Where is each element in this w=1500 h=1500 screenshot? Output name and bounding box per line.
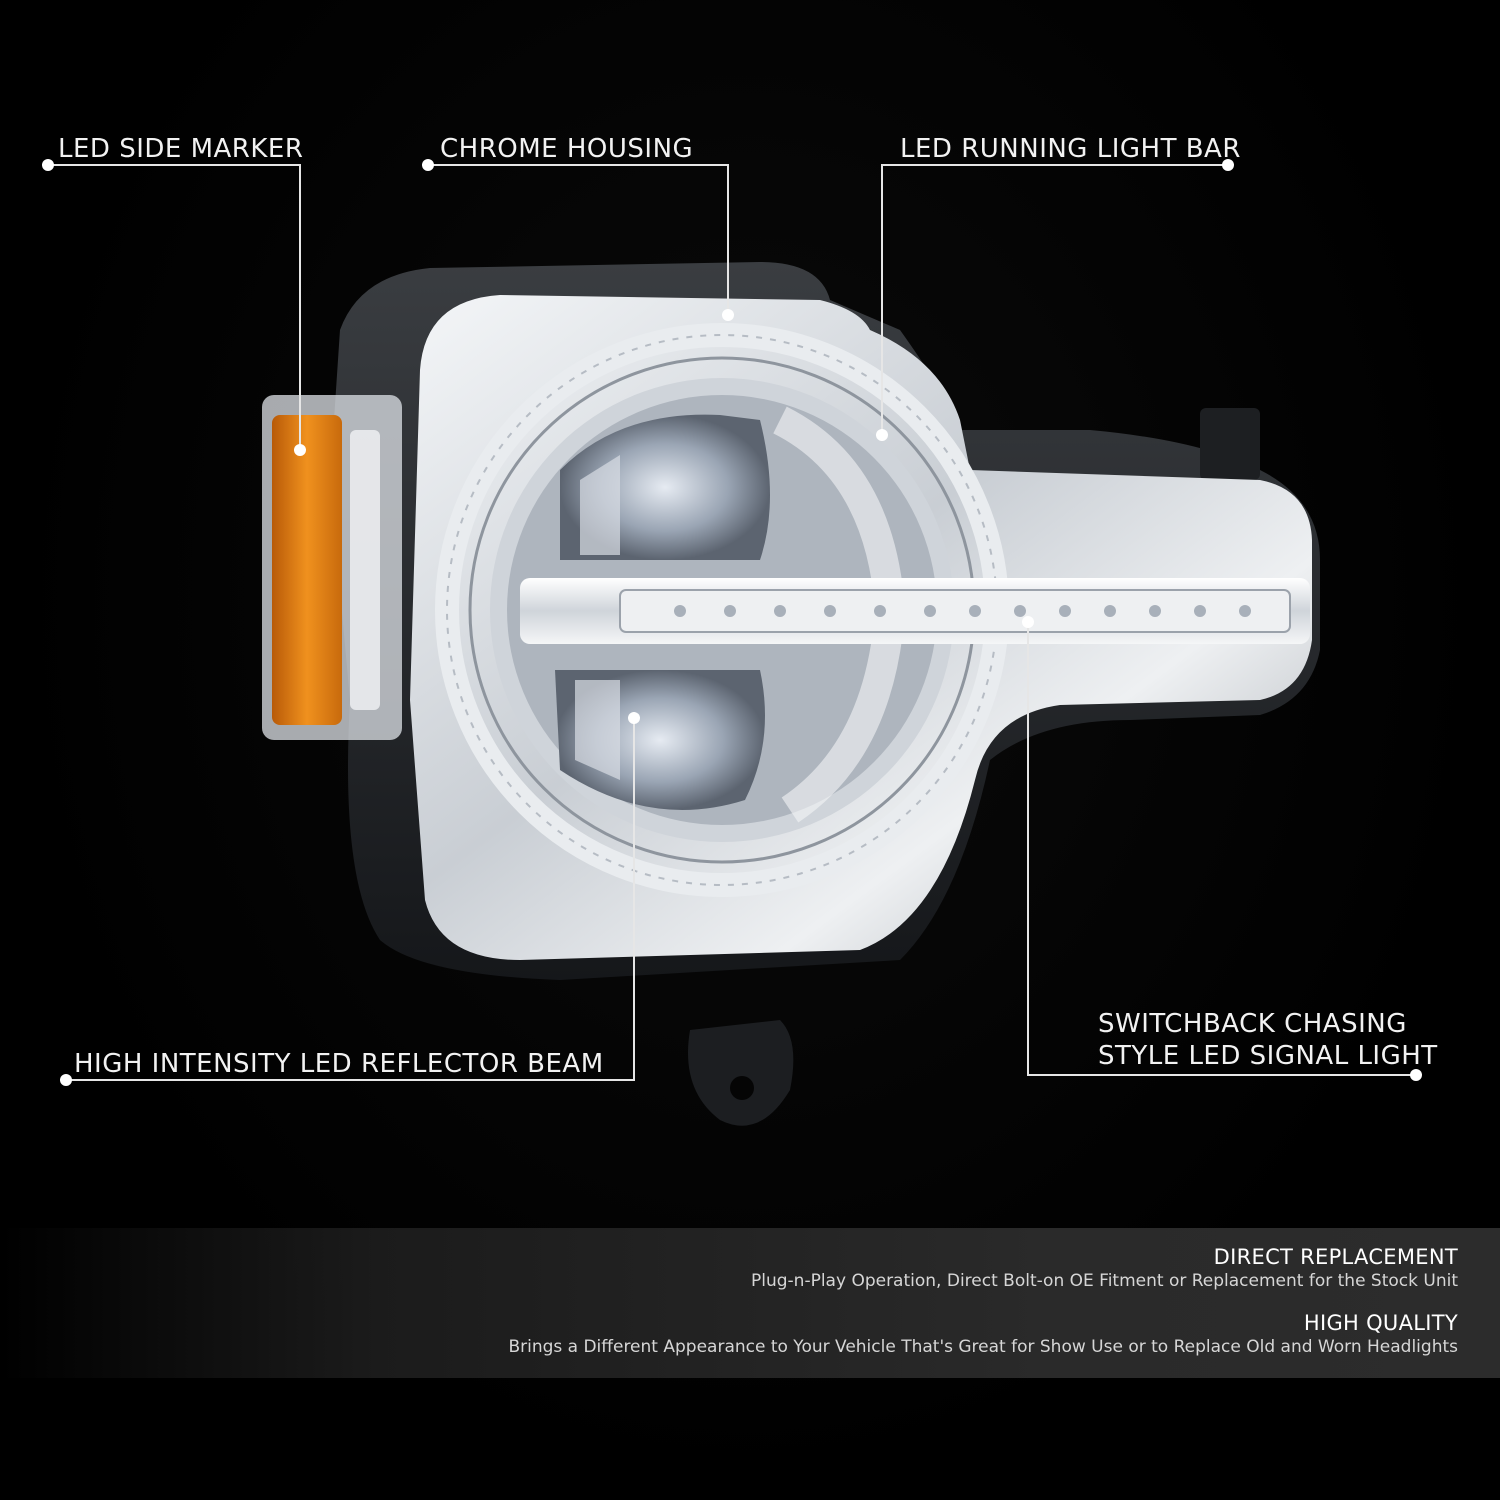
- mounting-tab-right: [1200, 408, 1260, 480]
- led-chips: [674, 605, 1251, 617]
- bottom-bracket: [688, 1020, 794, 1126]
- feature-high-quality: HIGH QUALITY Brings a Different Appearan…: [508, 1310, 1458, 1358]
- callout-reflector-beam: HIGH INTENSITY LED REFLECTOR BEAM: [74, 1049, 604, 1079]
- feature-direct-replacement: DIRECT REPLACEMENT Plug-n-Play Operation…: [751, 1244, 1458, 1292]
- feature-description: Plug-n-Play Operation, Direct Bolt-on OE…: [751, 1271, 1458, 1291]
- callout-led-running-light-bar: LED RUNNING LIGHT BAR: [900, 134, 1241, 164]
- feature-title: DIRECT REPLACEMENT: [1213, 1245, 1458, 1269]
- feature-description: Brings a Different Appearance to Your Ve…: [508, 1337, 1458, 1357]
- callout-lines: [48, 164, 1416, 1081]
- callout-dots: [42, 159, 1422, 1086]
- feature-title: HIGH QUALITY: [1303, 1311, 1458, 1335]
- side-marker-lens: [272, 415, 342, 725]
- callout-chrome-housing: CHROME HOUSING: [440, 134, 694, 164]
- feature-info-band: DIRECT REPLACEMENT Plug-n-Play Operation…: [0, 1228, 1500, 1378]
- callout-signal-line-1: SWITCHBACK CHASING: [1098, 1009, 1407, 1039]
- callout-led-side-marker: LED SIDE MARKER: [58, 134, 304, 164]
- callout-signal-line-2: STYLE LED SIGNAL LIGHT: [1098, 1041, 1438, 1071]
